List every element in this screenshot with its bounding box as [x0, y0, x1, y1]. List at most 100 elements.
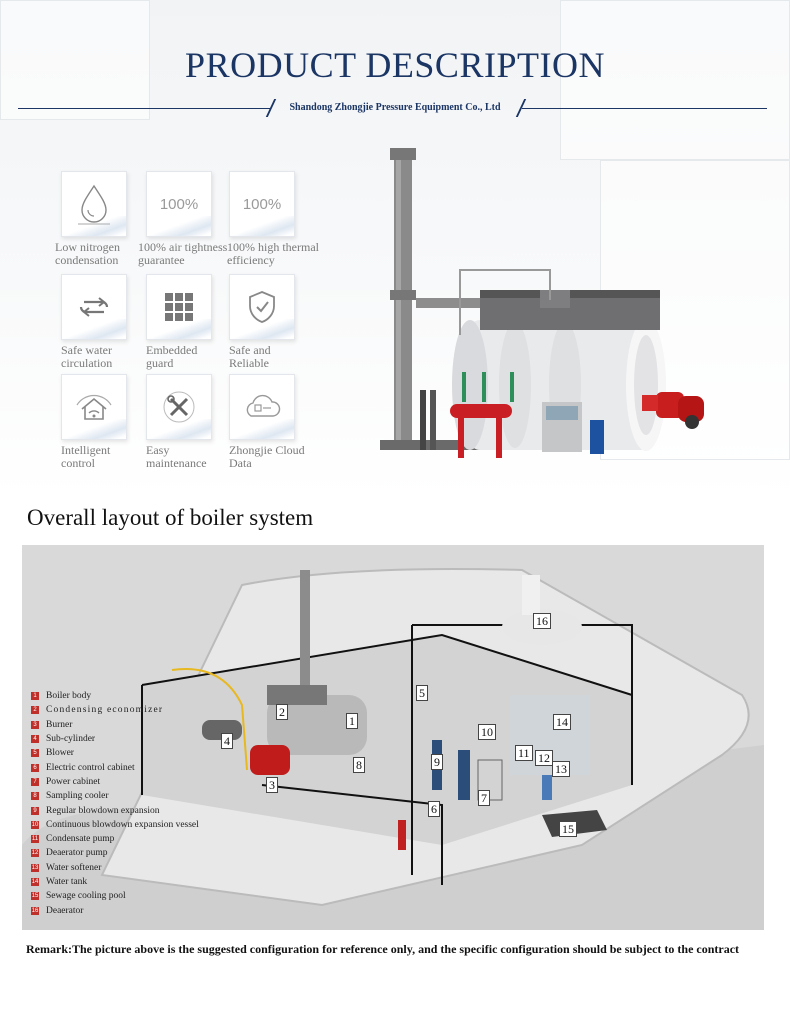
legend-item: 3 Burner — [31, 718, 231, 732]
legend-item: 2 Condensing economizer — [31, 703, 231, 717]
legend-item: 13 Water softener — [31, 861, 231, 875]
legend-item: 15 Sewage cooling pool — [31, 889, 231, 903]
legend-item: 6 Electric control cabinet — [31, 760, 231, 774]
legend-number: 4 — [31, 735, 39, 744]
feature-label: Intelligent control — [61, 443, 111, 470]
legend-number: 16 — [31, 906, 39, 915]
tag-6: 6 — [428, 801, 440, 817]
legend-label: Water tank — [46, 877, 88, 887]
legend-label: Deaerator pump — [46, 848, 108, 859]
feature-easy-maintenance: Easy maintenance — [146, 374, 236, 470]
feature-low-nitrogen: Low nitrogen condensation — [55, 171, 151, 267]
legend-number: 11 — [31, 835, 39, 844]
legend-label: Regular blowdown expansion — [46, 805, 160, 816]
feature-intelligent-control: Intelligent control — [61, 374, 151, 470]
legend-number: 10 — [31, 820, 39, 829]
feature-label: Safe water circulation — [61, 343, 113, 370]
legend-number: 8 — [31, 792, 39, 801]
legend-number: 2 — [31, 706, 39, 715]
tag-16: 16 — [533, 613, 551, 629]
legend-label: Condensate pump — [46, 834, 115, 845]
feature-safe-reliable: Safe and Reliable — [229, 274, 319, 370]
feature-cloud-data: Zhongjie Cloud Data — [229, 374, 319, 470]
tag-7: 7 — [478, 790, 490, 806]
water-cycle-icon — [61, 274, 127, 340]
legend-number: 15 — [31, 892, 39, 901]
legend-item: 7 Power cabinet — [31, 775, 231, 789]
legend-label: Blower — [46, 748, 74, 759]
legend-number: 14 — [31, 878, 39, 886]
boiler-illustration — [360, 140, 740, 480]
legend-number: 1 — [31, 692, 39, 701]
layout-legend: 1 Boiler body 2 Condensing economizer 3 Bur… — [31, 689, 231, 918]
grid-guard-icon — [146, 274, 212, 340]
legend-item: 14 Water tank — [31, 875, 231, 889]
legend-label: Continuous blowdown expansion vessel — [46, 819, 199, 830]
tag-3: 3 — [266, 777, 278, 793]
legend-label: Electric control cabinet — [46, 762, 135, 773]
legend-item: 4 Sub-cylinder — [31, 732, 231, 746]
tag-11: 11 — [515, 745, 533, 761]
remark-text: Remark:The picture above is the suggeste… — [26, 942, 740, 956]
feature-thermal-efficiency: 100% 100% high thermal efficiency — [227, 171, 319, 267]
legend-label: Sub-cylinder — [46, 734, 96, 745]
page-title: PRODUCT DESCRIPTION — [185, 45, 605, 85]
tag-13: 13 — [552, 761, 570, 777]
feature-label: Embedded guard — [146, 343, 198, 370]
legend-label: Water softener — [46, 862, 102, 873]
feature-label: Low nitrogen condensation — [55, 240, 120, 267]
wifi-home-icon — [61, 374, 127, 440]
legend-number: 9 — [31, 806, 39, 815]
cloud-data-icon — [229, 374, 295, 440]
subtitle-divider-left — [18, 108, 270, 109]
legend-label: Sewage cooling pool — [46, 891, 126, 902]
feature-label: 100% air tightness guarantee — [138, 240, 228, 267]
tag-9: 9 — [431, 754, 443, 770]
percent-badge: 100% — [229, 171, 295, 237]
feature-label: Zhongjie Cloud Data — [229, 443, 305, 470]
header-background — [0, 0, 790, 500]
tools-icon — [146, 374, 212, 440]
feature-label: Safe and Reliable — [229, 343, 271, 370]
legend-label: Deaerator — [46, 905, 84, 916]
feature-water-circulation: Safe water circulation — [61, 274, 151, 370]
tag-1: 1 — [346, 713, 358, 729]
legend-label: Burner — [46, 719, 73, 730]
legend-item: 9 Regular blowdown expansion — [31, 803, 231, 817]
legend-item: 16 Deaerator — [31, 903, 231, 917]
percent-badge: 100% — [146, 171, 212, 237]
legend-number: 13 — [31, 863, 39, 872]
tag-8: 8 — [353, 757, 365, 773]
tag-10: 10 — [478, 724, 496, 740]
droplet-icon — [61, 171, 127, 237]
percent-value: 100% — [159, 195, 199, 213]
legend-number: 7 — [31, 777, 39, 786]
tag-2: 2 — [276, 704, 288, 720]
legend-number: 12 — [31, 849, 39, 858]
legend-label: Boiler body — [46, 691, 92, 702]
legend-number: 6 — [31, 763, 39, 772]
tag-4: 4 — [221, 733, 233, 749]
subtitle-divider-right — [522, 108, 767, 109]
legend-item: 11 Condensate pump — [31, 832, 231, 846]
shield-check-icon — [229, 274, 295, 340]
section-heading: Overall layout of boiler system — [27, 505, 314, 530]
tag-5: 5 — [416, 685, 428, 701]
feature-embedded-guard: Embedded guard — [146, 274, 236, 370]
company-subtitle: Shandong Zhongjie Pressure Equipment Co.… — [289, 102, 501, 113]
legend-item: 1 Boiler body — [31, 689, 231, 703]
legend-label: Condensing economizer — [46, 705, 164, 716]
legend-label: Power cabinet — [46, 776, 101, 787]
percent-value: 100% — [242, 195, 282, 213]
tag-15: 15 — [559, 821, 577, 837]
legend-item: 12 Deaerator pump — [31, 846, 231, 860]
tag-12: 12 — [535, 750, 553, 766]
tag-14: 14 — [553, 714, 571, 730]
feature-label: 100% high thermal efficiency — [227, 240, 319, 267]
plant-layout-illustration — [22, 545, 764, 930]
feature-air-tightness: 100% 100% air tightness guarantee — [138, 171, 236, 267]
legend-number: 3 — [31, 720, 39, 729]
feature-label: Easy maintenance — [146, 443, 207, 470]
